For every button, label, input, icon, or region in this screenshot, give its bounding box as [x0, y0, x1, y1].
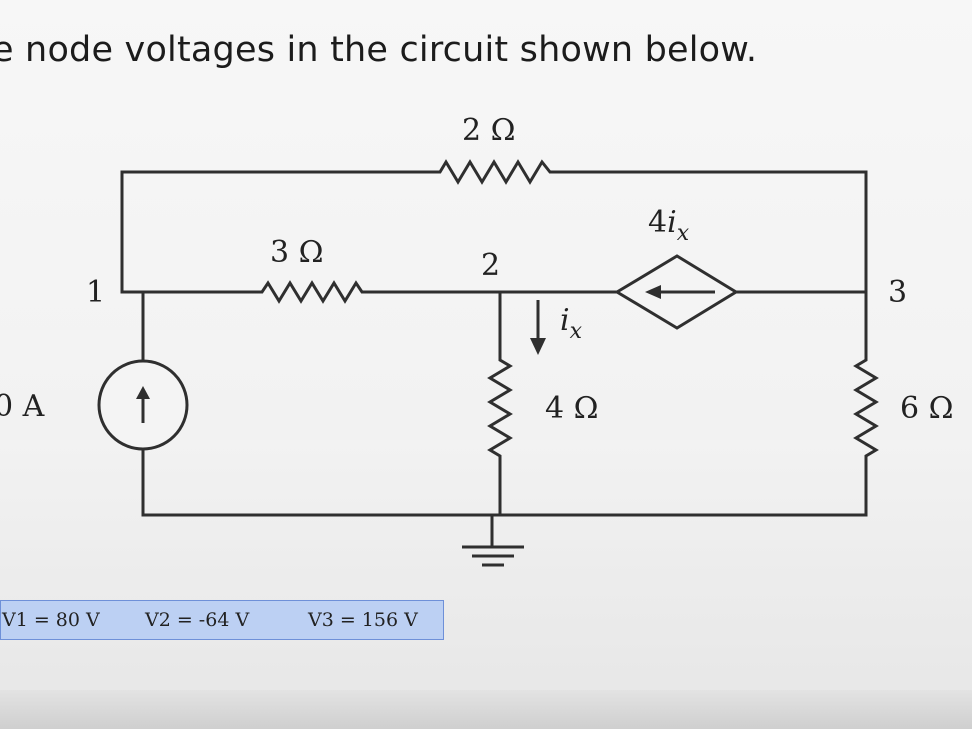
dep-source-var: i	[667, 205, 677, 240]
current-sub: x	[570, 319, 583, 344]
current-var: i	[560, 303, 570, 338]
dep-source-coef: 4	[648, 205, 667, 240]
problem-title: e node voltages in the circuit shown bel…	[0, 30, 758, 70]
dependent-source-icon	[614, 254, 739, 330]
node-3-label: 3	[888, 275, 907, 310]
current-source-icon	[97, 359, 189, 451]
resistor-middle-label: 3 Ω	[270, 235, 324, 270]
ground-icon	[462, 545, 524, 567]
current-label: ix	[560, 303, 583, 344]
current-arrow-icon	[530, 300, 546, 355]
dep-source-label: 4ix	[648, 205, 690, 246]
answer-v1: V1 = 80 V	[2, 609, 100, 631]
source-label: 0 A	[0, 389, 45, 424]
resistor-right-label: 6 Ω	[900, 391, 954, 426]
answer-bar	[0, 600, 444, 640]
resistor-top-label: 2 Ω	[462, 113, 516, 148]
answer-v2: V2 = -64 V	[145, 609, 250, 631]
bottom-band	[0, 690, 972, 729]
node-1-label: 1	[86, 275, 105, 310]
resistor-vertical-label: 4 Ω	[545, 391, 599, 426]
answer-v3: V3 = 156 V	[308, 609, 418, 631]
dep-source-sub: x	[677, 221, 690, 246]
wire-vertical-right	[853, 290, 879, 517]
node-2-label: 2	[481, 248, 500, 283]
wire-top	[120, 159, 868, 185]
circuit-diagram: 2 Ω 3 Ω 4 Ω 6 Ω 0 A 1 2 3 4ix ix	[0, 113, 954, 567]
wire-middle	[120, 280, 502, 304]
wire-vertical-mid	[487, 290, 513, 517]
